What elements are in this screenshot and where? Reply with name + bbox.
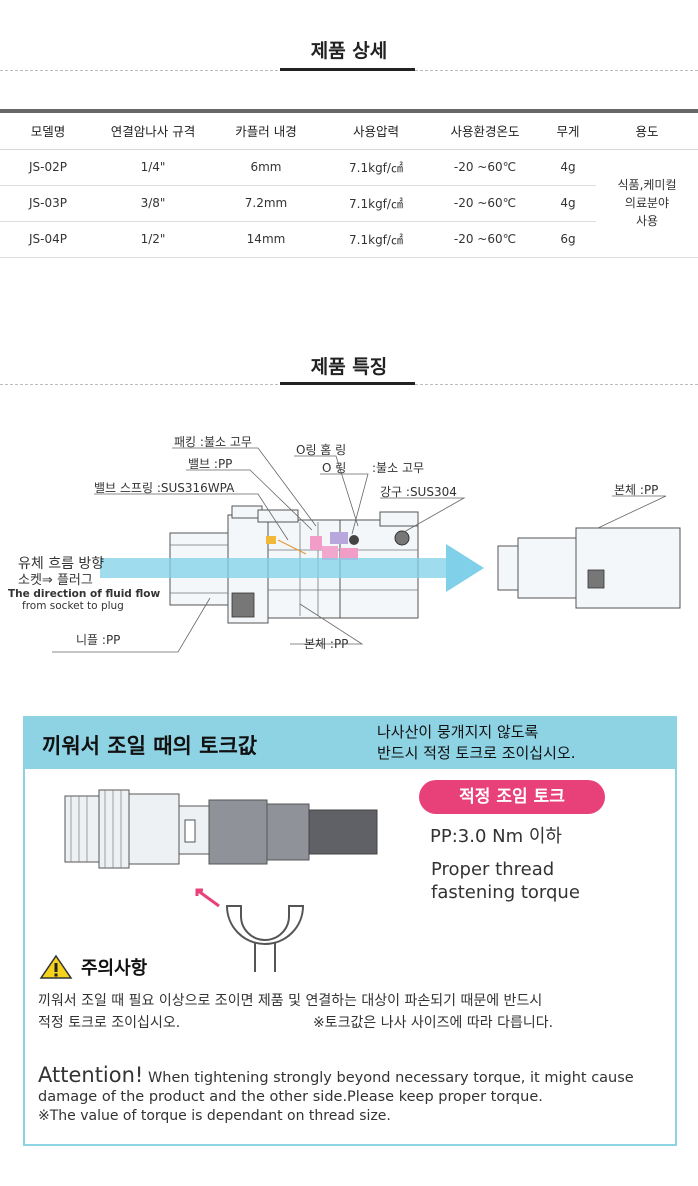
label-valve: 밸브 :PP xyxy=(188,457,232,471)
section-title-product-features: 제품 특징 xyxy=(310,356,388,378)
label-body-right: 본체 :PP xyxy=(614,483,658,497)
header-thread: 연결암나사 규격 xyxy=(96,109,210,150)
header-usage: 용도 xyxy=(596,109,698,150)
attention-note: ※The value of torque is dependant on thr… xyxy=(38,1108,391,1124)
title-underline xyxy=(280,382,415,385)
wrench-icon xyxy=(225,905,305,945)
header-inner-diameter: 카플러 내경 xyxy=(210,109,322,150)
caution-note: ※토크값은 나사 사이즈에 따라 다릅니다. xyxy=(313,1015,554,1031)
rotate-arrow-icon xyxy=(196,888,220,908)
cell-diameter: 6mm xyxy=(210,149,322,186)
header-weight: 무게 xyxy=(540,109,596,150)
steel-ball xyxy=(394,530,410,546)
cell-thread: 1/4" xyxy=(96,149,210,186)
usage-line: 사용 xyxy=(635,214,659,228)
pp-torque-value: PP:3.0 Nm 이하 xyxy=(430,826,562,847)
torque-info-box: 끼워서 조일 때의 토크값 나사산이 뭉개지지 않도록 반드시 적정 토크로 조… xyxy=(23,716,677,1146)
title-underline xyxy=(280,68,415,71)
seal-highlights xyxy=(266,532,358,560)
header-temperature: 사용환경온도 xyxy=(430,109,540,150)
label-spring: 밸브 스프링 :SUS316WPA xyxy=(94,481,235,495)
header-pressure: 사용압력 xyxy=(322,109,430,150)
label-packing: 패킹 :불소 고무 xyxy=(174,435,252,449)
socket-end xyxy=(64,795,100,863)
hose xyxy=(308,809,378,855)
proper-torque-english: Proper thread fastening torque xyxy=(431,858,580,904)
cell-weight: 4g xyxy=(540,149,596,186)
label-steel-ball: 강구 :SUS304 xyxy=(380,485,457,499)
caution-line: 적정 토크로 조이십시오. xyxy=(38,1015,181,1031)
table-row: JS-04P 1/2" 14mm 7.1kgf/㎠ -20 ~60℃ 6g xyxy=(0,221,698,258)
cell-weight: 6g xyxy=(540,221,596,258)
label-flow-en: The direction of fluid flow xyxy=(8,588,160,600)
table-row: JS-02P 1/4" 6mm 7.1kgf/㎠ -20 ~60℃ 4g 식품,… xyxy=(0,149,698,258)
attention-word: Attention! xyxy=(38,1063,144,1087)
label-flow-ko2: 소켓⇒ 플러그 xyxy=(18,573,93,588)
warning-icon xyxy=(39,954,73,979)
caution-text: 끼워서 조일 때 필요 이상으로 조이면 제품 및 연결하는 대상이 파손되기 … xyxy=(38,990,668,1034)
cell-model: JS-02P xyxy=(0,149,96,186)
cell-pressure: 7.1kgf/㎠ xyxy=(322,185,430,222)
proper-torque-badge: 적정 조임 토크 xyxy=(419,780,605,814)
cell-weight: 4g xyxy=(540,185,596,222)
header-model: 모델명 xyxy=(0,109,96,150)
torque-note: 나사산이 뭉개지지 않도록 반드시 적정 토크로 조이십시오. xyxy=(377,722,575,764)
proper-en-line: Proper thread xyxy=(431,859,555,880)
cell-diameter: 7.2mm xyxy=(210,185,322,222)
caution-title: 주의사항 xyxy=(81,958,148,979)
label-flow-en2: from socket to plug xyxy=(22,600,124,612)
cell-pressure: 7.1kgf/㎠ xyxy=(322,221,430,258)
flow-arrow-icon xyxy=(100,544,484,592)
torque-header-bar: 끼워서 조일 때의 토크값 나사산이 뭉개지지 않도록 반드시 적정 토크로 조… xyxy=(25,718,675,769)
wrench-illustration xyxy=(64,789,378,972)
section-title-product-detail: 제품 상세 xyxy=(310,40,388,62)
cell-temperature: -20 ~60℃ xyxy=(430,221,540,258)
cell-model: JS-03P xyxy=(0,185,96,222)
hex-fitting xyxy=(208,799,310,865)
cell-diameter: 14mm xyxy=(210,221,322,258)
label-body-bottom: 본체 :PP xyxy=(304,637,348,651)
torque-note-line: 나사산이 뭉개지지 않도록 xyxy=(377,723,539,741)
attention-text: Attention! When tightening strongly beyo… xyxy=(38,1063,668,1126)
cell-temperature: -20 ~60℃ xyxy=(430,149,540,186)
torque-title: 끼워서 조일 때의 토크값 xyxy=(42,734,258,758)
coupler-cross-section-diagram: 패킹 :불소 고무 O링 홈 링 밸브 :PP O 링 :불소 고무 밸브 스프… xyxy=(8,435,681,653)
cell-temperature: -20 ~60℃ xyxy=(430,185,540,222)
label-nipple: 니플 :PP xyxy=(76,633,120,647)
o-ring-dot xyxy=(349,535,359,545)
usage-line: 의료분야 xyxy=(624,196,670,210)
spec-table: 모델명 연결암나사 규격 카플러 내경 사용압력 사용환경온도 무게 용도 JS… xyxy=(0,109,698,258)
cell-usage: 식품,케미컬 의료분야 사용 xyxy=(596,149,698,258)
label-oring-material: :불소 고무 xyxy=(372,461,424,475)
usage-line: 식품,케미컬 xyxy=(617,178,677,192)
label-flow-ko: 유체 흐름 방향 xyxy=(18,556,104,572)
table-row: JS-03P 3/8" 7.2mm 7.1kgf/㎠ -20 ~60℃ 4g xyxy=(0,185,698,222)
torque-note-line: 반드시 적정 토크로 조이십시오. xyxy=(377,744,576,762)
label-oring-groove: O링 홈 링 xyxy=(296,443,346,457)
table-header-row: 모델명 연결암나사 규격 카플러 내경 사용압력 사용환경온도 무게 용도 xyxy=(0,109,698,150)
caution-heading: 주의사항 xyxy=(39,954,147,980)
caution-line: 끼워서 조일 때 필요 이상으로 조이면 제품 및 연결하는 대상이 파손되기 … xyxy=(38,993,543,1009)
cell-pressure: 7.1kgf/㎠ xyxy=(322,149,430,186)
plug-hex xyxy=(587,569,605,589)
label-oring: O 링 xyxy=(322,461,346,475)
cell-model: JS-04P xyxy=(0,221,96,258)
cell-thread: 1/2" xyxy=(96,221,210,258)
attention-body: When tightening strongly beyond necessar… xyxy=(38,1070,634,1105)
hex-nut xyxy=(231,592,255,618)
proper-en-line: fastening torque xyxy=(431,882,580,903)
cell-thread: 3/8" xyxy=(96,185,210,222)
